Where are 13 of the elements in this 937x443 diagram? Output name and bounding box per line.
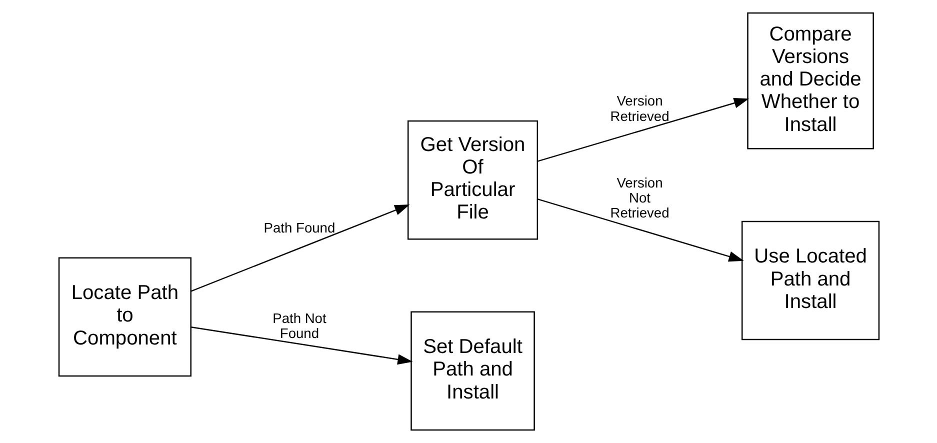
- node-box: Compare Versions and Decide Whether to Install: [746, 12, 874, 150]
- node-box: Get Version Of Particular File: [406, 120, 538, 240]
- edge-label: Version Retrieved: [610, 92, 669, 124]
- edge-label: Path Found: [263, 220, 335, 236]
- arrow: [536, 98, 749, 162]
- edge-label: Path Not Found: [272, 310, 326, 342]
- node-box: Locate Path to Component: [58, 257, 191, 377]
- arrow: [190, 204, 410, 292]
- node-box: Use Located Path and Install: [740, 220, 880, 340]
- arrow: [190, 326, 412, 365]
- arrow: [536, 198, 744, 262]
- edge-label: Version Not Retrieved: [610, 174, 669, 220]
- node-box: Set Default Path and Install: [410, 311, 534, 431]
